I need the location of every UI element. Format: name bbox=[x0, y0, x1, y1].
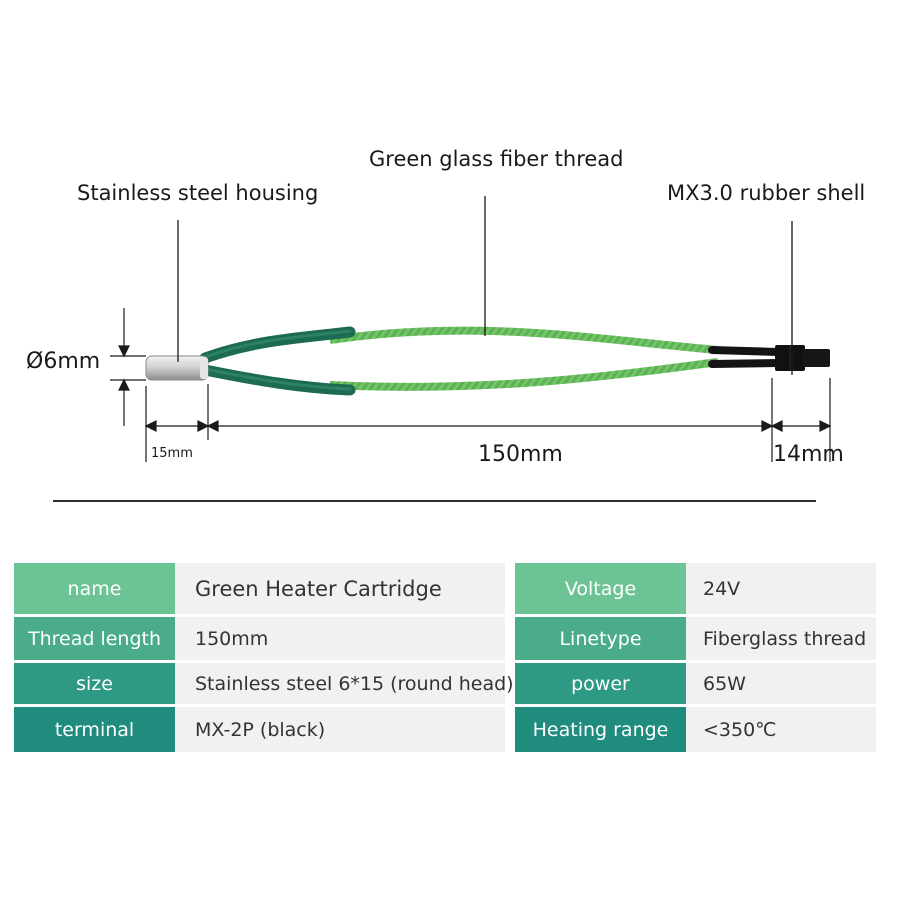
dimension-lines bbox=[110, 308, 832, 462]
rubber-shell-callout: MX3.0 rubber shell bbox=[667, 181, 866, 205]
thread-length-label: 150mm bbox=[478, 442, 563, 467]
spec-label-thread-length: Thread length bbox=[14, 617, 175, 660]
callout-lines bbox=[177, 196, 793, 375]
spec-value-heating-range: <350℃ bbox=[686, 707, 876, 752]
spec-value-size: Stainless steel 6*15 (round head) bbox=[175, 663, 514, 704]
spec-label-terminal: terminal bbox=[14, 707, 175, 752]
fiber-thread bbox=[329, 326, 719, 391]
spec-label-name: name bbox=[14, 563, 175, 614]
heater-cartridge-diagram bbox=[110, 196, 832, 462]
diameter-label: Ø6mm bbox=[26, 349, 101, 374]
spec-value-voltage: 24V bbox=[686, 563, 876, 614]
spec-value-name: Green Heater Cartridge bbox=[175, 563, 505, 614]
spec-label-size: size bbox=[14, 663, 175, 704]
mx30-connector bbox=[708, 345, 830, 371]
spec-value-power: 65W bbox=[686, 663, 876, 704]
section-divider bbox=[53, 500, 816, 502]
spec-label-linetype: Linetype bbox=[515, 617, 686, 660]
fiber-sleeves bbox=[199, 326, 356, 396]
spec-label-power: power bbox=[515, 663, 686, 704]
steel-housing bbox=[145, 355, 209, 381]
spec-value-linetype: Fiberglass thread bbox=[686, 617, 876, 660]
terminal-length-label: 14mm bbox=[773, 442, 844, 467]
housing-callout: Stainless steel housing bbox=[77, 181, 319, 205]
housing-length-label: 15mm bbox=[151, 446, 193, 461]
fiber-thread-callout: Green glass fiber thread bbox=[369, 147, 624, 171]
spec-value-terminal: MX-2P (black) bbox=[175, 707, 505, 752]
spec-label-heating-range: Heating range bbox=[515, 707, 686, 752]
spec-value-thread-length: 150mm bbox=[175, 617, 505, 660]
spec-label-voltage: Voltage bbox=[515, 563, 686, 614]
